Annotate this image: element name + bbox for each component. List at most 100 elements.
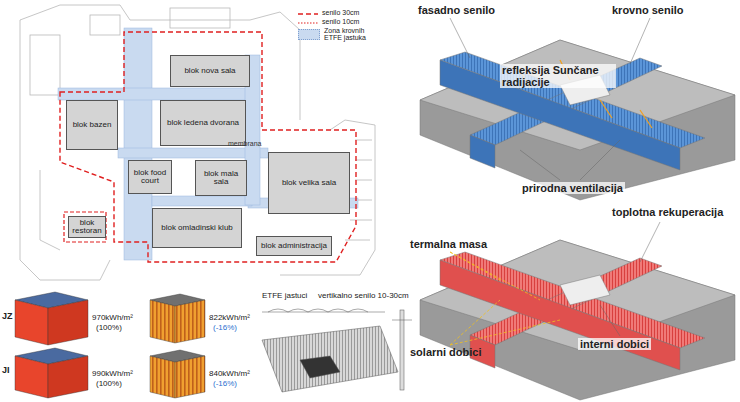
drawing-line (262, 312, 385, 313)
drawing-line (630, 18, 650, 64)
energy-value: JZ (2, 312, 13, 322)
plan-label: membrana (228, 140, 261, 148)
drawing-line (640, 110, 652, 128)
energy-value: JI (2, 366, 10, 376)
energy-value: 822kWh/m² (209, 314, 250, 323)
drawing-g (20, 5, 375, 280)
drawing-polygon (60, 32, 356, 262)
drawing-polygon (420, 240, 735, 400)
drawing-rect (124, 28, 152, 260)
drawing-polygon (150, 300, 175, 343)
drawing-polygon (48, 356, 88, 398)
legend-text: senilo 30cm (322, 9, 372, 16)
callout-label: solarni dobici (410, 346, 482, 358)
legend-row: senilo 30cm (298, 9, 372, 17)
energy-value: 970kWh/m² (92, 314, 133, 323)
drawing-polygon (470, 135, 495, 168)
building-block: blok ledena dvorana (160, 100, 246, 146)
drawing-polygon (48, 300, 88, 345)
drawing-polygon (440, 60, 680, 170)
drawing-polygon (262, 326, 398, 392)
drawing-rect (30, 35, 60, 95)
callout-label: ETFE jastuci (262, 292, 307, 301)
energy-value: (-16%) (213, 324, 237, 333)
drawing-line (640, 222, 660, 262)
block-label: blok administracija (259, 242, 329, 250)
energy-value: (100%) (96, 324, 122, 333)
drawing-rect (152, 196, 252, 206)
drawing-polygon (560, 275, 610, 305)
drawing-rect (90, 15, 120, 35)
drawing-line (600, 100, 612, 118)
energy-value: (100%) (96, 380, 122, 389)
block-label: blok bazen (71, 121, 114, 129)
drawing-line (355, 160, 372, 161)
drawing-line (298, 22, 318, 23)
building-block: blok mala sala (195, 160, 247, 196)
energy-value: (-16%) (213, 380, 237, 389)
drawing-g (450, 18, 650, 180)
drawing-polygon (440, 52, 705, 148)
callout-label: fasadno senilo (418, 4, 495, 16)
drawing-g (58, 28, 358, 260)
building-block: blok nova sala (170, 55, 250, 87)
drawing-line (298, 13, 318, 15)
energy-value: 990kWh/m² (92, 370, 133, 379)
energy-value: 840kWh/m² (209, 370, 250, 379)
drawing-rect (400, 310, 404, 390)
drawing-g (420, 240, 735, 400)
legend-row: Zona krovnih ETFE jastuka (298, 27, 374, 42)
drawing-g (15, 292, 205, 398)
block-label: blok mala sala (196, 170, 246, 187)
callout-label: krovno senilo (612, 4, 684, 16)
drawing-line (450, 300, 500, 345)
drawing-line (580, 140, 620, 180)
building-block: blok bazen (66, 100, 118, 150)
block-label: blok nova sala (182, 67, 237, 75)
drawing-line (392, 320, 412, 321)
drawing-g (450, 252, 560, 345)
drawing-polygon (15, 356, 48, 398)
drawing-line (350, 220, 372, 221)
drawing-line (355, 140, 372, 141)
building-block: blok restoran (68, 216, 106, 238)
drawing-polygon (175, 300, 205, 343)
building-block: blok food court (128, 160, 172, 194)
drawing-polygon (15, 300, 48, 345)
drawing-polygon (420, 40, 735, 200)
legend-text: Zona krovnih ETFE jastuka (324, 27, 374, 42)
block-label: blok food court (129, 169, 171, 186)
drawing-line (450, 252, 540, 300)
drawing-line (450, 252, 500, 280)
block-label: blok velika sala (280, 179, 338, 187)
callout-label: toplotna rekuperacija (612, 206, 723, 218)
callout-label: refleksija Sunčane radijacije (500, 64, 616, 88)
building-block: blok omladinski klub (152, 208, 242, 248)
drawing-g (600, 222, 660, 336)
drawing-line (520, 150, 560, 180)
legend-swatch (298, 29, 320, 40)
callout-label: interni dobici (578, 338, 651, 350)
drawing-polygon (300, 356, 340, 378)
callout-label: vertikalno senilo 10-30cm (318, 292, 409, 301)
building-block: blok velika sala (268, 152, 350, 214)
legend-row: senilo 10cm (298, 18, 372, 26)
drawing-line (600, 305, 620, 336)
drawing-g (262, 309, 412, 392)
drawing-polygon (175, 356, 205, 398)
block-label: blok restoran (69, 219, 105, 236)
drawing-rect (64, 212, 106, 242)
drawing-line (345, 240, 370, 241)
drawing-polygon (150, 356, 175, 398)
drawing-line (450, 18, 470, 58)
legend-text: senilo 10cm (322, 18, 372, 25)
legend-line-space (298, 18, 322, 26)
drawing-line (355, 180, 372, 181)
callout-label: termalna masa (410, 238, 487, 250)
drawing-path (268, 309, 368, 312)
block-label: blok omladinski klub (159, 224, 235, 232)
drawing-polyline (20, 20, 110, 280)
block-label: blok ledena dvorana (165, 119, 241, 127)
drawing-polyline (40, 170, 60, 250)
